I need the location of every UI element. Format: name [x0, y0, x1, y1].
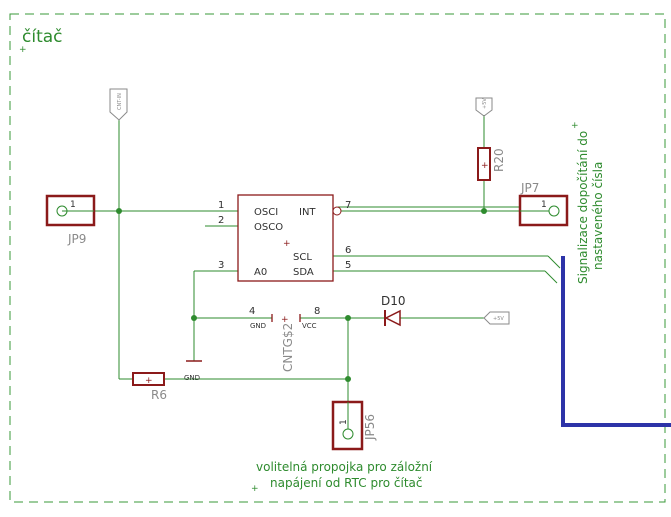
- chip-pin-num-2: 2: [218, 215, 224, 226]
- chip-pin-label-osci: OSCI: [254, 207, 278, 218]
- jp56-pin-num: 1: [339, 419, 349, 425]
- signal-note-line1: Signalizace dopočítání do: [576, 131, 590, 284]
- jp56-label: JP56: [363, 414, 377, 441]
- resistor-r20: + R20: [477, 147, 506, 181]
- backup-note-origin-mark: +: [251, 484, 259, 494]
- flag-cnt-in: CNT-IN: [109, 88, 128, 121]
- connector-jp9: 1 JP9: [45, 194, 96, 246]
- r6-origin-mark: +: [145, 376, 153, 386]
- flag-cnt-in-label: CNT-IN: [117, 93, 123, 110]
- chip-int-inverter: [332, 206, 342, 216]
- jp7-pin-num: 1: [541, 200, 547, 210]
- power-pin-label-vcc: VCC: [302, 322, 317, 330]
- wires: [95, 115, 561, 402]
- ground-symbol: GND: [184, 360, 202, 382]
- sheet-frame: [9, 13, 666, 503]
- resistor-r6: + R6: [132, 372, 167, 402]
- power-pin-num-4: 4: [249, 306, 255, 317]
- jp9-pin-num: 1: [70, 200, 76, 210]
- power-pin-label-gnd: GND: [250, 322, 266, 330]
- r6-label: R6: [151, 388, 167, 402]
- connector-jp56: 1 JP56: [331, 400, 377, 451]
- jp9-label: JP9: [67, 232, 86, 246]
- jp7-label: JP7: [520, 181, 539, 195]
- flag-top-5v-label: +5V: [482, 98, 488, 109]
- chip-pin-label-sda: SDA: [293, 267, 314, 278]
- power-supply-symbol: 4 GND 8 VCC + CNTG$2: [249, 306, 320, 372]
- power-pin-num-8: 8: [314, 306, 320, 317]
- backup-note-line2: napájení od RTC pro čítač: [270, 476, 423, 490]
- d10-label: D10: [381, 294, 406, 308]
- chip-origin-mark: +: [283, 239, 291, 249]
- backup-note-line1: volitelná propojka pro záložní: [256, 460, 433, 474]
- sheet-title: čítač: [22, 27, 63, 47]
- signal-note-line2: nastaveného čísla: [591, 162, 605, 270]
- chip-pin-num-5: 5: [345, 260, 351, 271]
- connector-jp7: 1 JP7: [518, 181, 569, 227]
- chip-pin-label-a0: A0: [254, 267, 267, 278]
- r20-origin-mark: +: [481, 161, 489, 171]
- signal-note-origin-mark: +: [571, 121, 579, 131]
- chip-pin-num-1: 1: [218, 200, 224, 211]
- flag-right-5v: +5V: [483, 311, 510, 325]
- flag-top-5v: +5V: [475, 97, 493, 117]
- chip-body: [237, 194, 334, 282]
- chip-pin-label-scl: SCL: [293, 252, 312, 263]
- chip-pin-num-3: 3: [218, 260, 224, 271]
- chip-pin-label-int: INT: [299, 207, 316, 218]
- bus-line: [561, 256, 671, 427]
- r20-label: R20: [492, 148, 506, 172]
- flag-right-5v-label: +5V: [493, 316, 504, 322]
- chip-pin-num-6: 6: [345, 245, 351, 256]
- power-origin-mark: +: [281, 315, 289, 325]
- power-part-name: CNTG$2: [281, 323, 295, 372]
- junctions: [116, 208, 487, 382]
- chip-pin-label-osco: OSCO: [254, 222, 283, 233]
- chip-pin-num-7: 7: [345, 200, 351, 211]
- diode-d10: D10: [381, 294, 406, 327]
- sheet-origin-mark: +: [19, 45, 27, 55]
- ground-label: GND: [184, 374, 200, 382]
